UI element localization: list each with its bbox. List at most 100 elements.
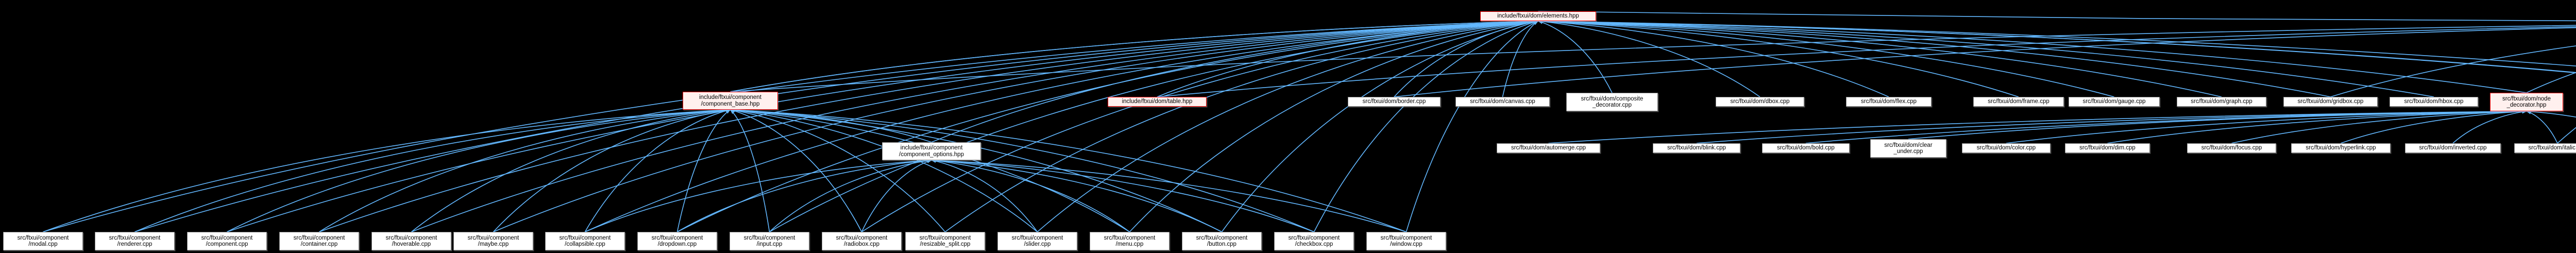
graph-edge xyxy=(227,19,1538,232)
graph-node[interactable]: src/ftxui/dom/dim.cpp xyxy=(2065,143,2150,153)
graph-node[interactable]: src/ftxui/dom/hyperlink.cpp xyxy=(2291,143,2391,153)
graph-edge xyxy=(931,158,1406,232)
graph-node[interactable]: src/ftxui/component /modal.cpp xyxy=(3,232,83,250)
graph-edge xyxy=(2452,110,2527,144)
graph-edge xyxy=(677,20,1538,232)
graph-edge xyxy=(585,20,1538,232)
graph-node[interactable]: src/ftxui/component /menu.cpp xyxy=(1090,232,1170,250)
graph-node[interactable]: src/ftxui/dom/frame.cpp xyxy=(1973,97,2064,107)
graph-edge xyxy=(730,19,1538,92)
graph-edge xyxy=(730,108,1406,232)
graph-edge xyxy=(1696,109,2527,144)
graph-node[interactable]: src/ftxui/component /resizable_split.cpp xyxy=(905,232,985,250)
graph-edge xyxy=(2557,127,2576,144)
graph-edge xyxy=(931,19,1538,143)
graph-edge xyxy=(1908,109,2527,140)
graph-edge xyxy=(730,108,932,143)
graph-node[interactable]: src/ftxui/dom/focus.cpp xyxy=(2187,143,2276,153)
graph-edge xyxy=(493,108,731,232)
graph-node[interactable]: src/ftxui/dom/canvas.cpp xyxy=(1455,97,1550,107)
graph-node[interactable]: src/ftxui/dom/flex.cpp xyxy=(1846,97,1931,107)
graph-node[interactable]: src/ftxui/component /component.cpp xyxy=(187,232,267,250)
graph-node[interactable]: src/ftxui/component /dropdown.cpp xyxy=(637,232,717,250)
graph-node[interactable]: src/ftxui/component /window.cpp xyxy=(1366,232,1446,250)
graph-edge xyxy=(1405,21,1538,232)
graph-node[interactable]: src/ftxui/dom/blink.cpp xyxy=(1653,143,1740,153)
graph-edge xyxy=(1538,19,2019,97)
graph-edge xyxy=(1538,19,2576,66)
graph-edge xyxy=(1394,20,1538,97)
graph-edge xyxy=(730,109,862,232)
graph-edge xyxy=(1129,20,1538,232)
graph-edge xyxy=(227,108,731,232)
graph-node[interactable]: src/ftxui/dom/color.cpp xyxy=(1962,143,2050,153)
graph-node[interactable]: src/ftxui/dom/bold.cpp xyxy=(1762,143,1850,153)
graph-node[interactable]: src/ftxui/component /radiobox.cpp xyxy=(822,232,902,250)
graph-edge xyxy=(730,108,1314,232)
graph-edge xyxy=(2330,45,2576,97)
graph-node[interactable]: src/ftxui/component /slider.cpp xyxy=(997,232,1077,250)
graph-node[interactable]: include/ftxui/component /component_base.… xyxy=(683,92,778,110)
graph-edge xyxy=(730,25,2576,92)
graph-node[interactable]: include/ftxui/dom/table.hpp xyxy=(1108,97,1207,107)
graph-edge xyxy=(134,19,1538,232)
graph-node[interactable]: src/ftxui/dom/inverted.cpp xyxy=(2405,143,2501,153)
graph-node[interactable]: src/ftxui/component /input.cpp xyxy=(730,232,809,250)
graph-edge xyxy=(1538,19,2434,97)
graph-edge xyxy=(730,108,946,232)
graph-edge xyxy=(411,19,1538,232)
graph-node[interactable]: src/ftxui/dom/dbox.cpp xyxy=(1716,97,1804,107)
graph-node[interactable]: src/ftxui/dom/automerge.cpp xyxy=(1497,143,1600,153)
graph-node[interactable]: src/ftxui/dom/clear _under.cpp xyxy=(1870,139,1946,158)
graph-edge xyxy=(676,109,731,232)
graph-node[interactable]: src/ftxui/dom/gauge.cpp xyxy=(2069,97,2160,107)
graph-edge xyxy=(319,108,731,232)
graph-edge xyxy=(1538,19,2576,73)
graph-edge xyxy=(584,109,731,232)
graph-node[interactable]: include/ftxui/dom/elements.hpp xyxy=(1480,11,1596,21)
graph-node[interactable]: src/ftxui/component /button.cpp xyxy=(1182,232,1262,250)
graph-edge xyxy=(134,108,731,232)
graph-node[interactable]: src/ftxui/component /collapsible.cpp xyxy=(545,232,625,250)
graph-node[interactable]: src/ftxui/component /container.cpp xyxy=(279,232,359,250)
graph-node[interactable]: src/ftxui/dom/composite _decorator.cpp xyxy=(1566,93,1658,111)
graph-node[interactable]: src/ftxui/component /maybe.cpp xyxy=(453,232,533,250)
graph-node[interactable]: src/ftxui/component /renderer.cpp xyxy=(95,232,175,250)
graph-node[interactable]: src/ftxui/dom/gridbox.cpp xyxy=(2283,97,2378,107)
graph-edge xyxy=(319,19,1538,232)
graph-node[interactable]: src/ftxui/dom/hbox.cpp xyxy=(2389,97,2478,107)
graph-edge xyxy=(1538,11,2576,22)
graph-edge xyxy=(2526,72,2576,93)
graph-edge xyxy=(43,19,1538,232)
graph-edge xyxy=(2526,110,2576,118)
graph-edge xyxy=(1538,20,1613,93)
graph-node[interactable]: src/ftxui/dom/graph.cpp xyxy=(2177,97,2266,107)
graph-edge xyxy=(730,108,1222,232)
graph-edge xyxy=(1538,19,2576,74)
graph-edge xyxy=(945,20,1538,232)
graph-edge xyxy=(1538,19,2222,97)
graph-node[interactable]: src/ftxui/dom/italic.cpp xyxy=(2514,143,2576,153)
graph-node[interactable]: src/ftxui/component /checkbox.cpp xyxy=(1274,232,1354,250)
graph-node[interactable]: include/ftxui/component /component_optio… xyxy=(882,142,981,160)
graph-edge xyxy=(2341,109,2527,144)
graph-edge xyxy=(931,159,1222,232)
graph-node[interactable]: src/ftxui/dom/node _decorator.hpp xyxy=(2490,93,2563,111)
graph-edge xyxy=(2107,109,2527,144)
graph-edge xyxy=(931,159,1038,232)
graph-edge xyxy=(43,108,731,232)
graph-edge xyxy=(1538,19,2527,93)
graph-edge xyxy=(1221,20,1538,232)
graph-edge xyxy=(1538,20,1889,97)
graph-edge xyxy=(411,108,731,232)
graph-edge xyxy=(1502,21,1538,97)
graph-edge xyxy=(1538,19,2114,97)
graph-node[interactable]: src/ftxui/dom/border.cpp xyxy=(1348,97,1440,107)
graph-node[interactable]: src/ftxui/component /hoverable.cpp xyxy=(371,232,451,250)
graph-edge xyxy=(1157,19,1538,97)
graph-edge xyxy=(2231,109,2527,144)
graph-edge xyxy=(493,19,1538,232)
graph-edge xyxy=(1157,26,2576,97)
graph-edge xyxy=(2006,109,2527,144)
